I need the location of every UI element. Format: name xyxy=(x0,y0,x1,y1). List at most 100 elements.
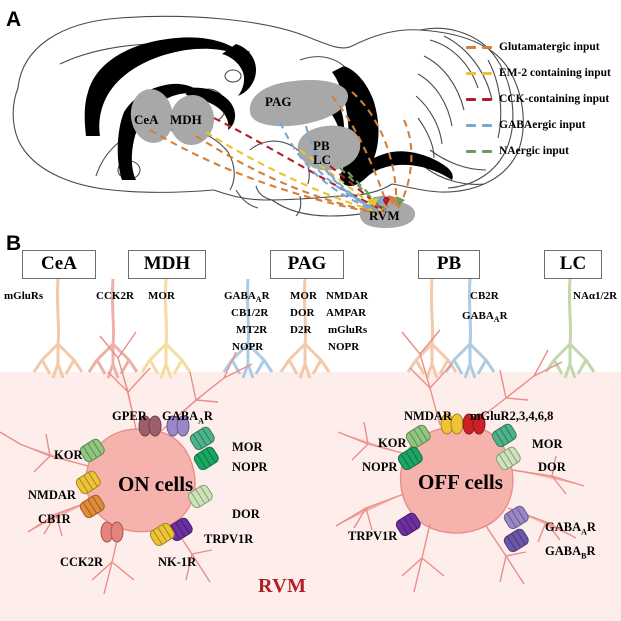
on-cell-receptor-label: CB1R xyxy=(38,512,71,526)
source-box-mdh: MDH xyxy=(128,250,206,279)
afferent-axon xyxy=(140,278,192,379)
on-cell-receptor-label: NMDAR xyxy=(28,488,76,502)
on-cell-receptor-label: CCK2R xyxy=(60,555,104,569)
legend-dash-icon xyxy=(466,120,492,130)
legend-item: EM-2 containing input xyxy=(466,60,621,86)
on-cell-receptor-label: MOR xyxy=(232,440,263,454)
source-receptor-label: MT2R xyxy=(236,324,268,336)
on-cell-receptor-label: KOR xyxy=(54,448,83,462)
afferent-axon xyxy=(279,278,331,379)
on-cell-receptor-icon xyxy=(100,521,124,543)
on-cell-receptor-icon xyxy=(138,415,162,437)
off-cell-receptor-icon xyxy=(440,413,464,435)
nucleus-label-pag: PAG xyxy=(265,94,292,109)
on-cell-receptor-label: NOPR xyxy=(232,460,268,474)
source-receptor-label: CB1/2R xyxy=(231,307,269,319)
panel-b-letter: B xyxy=(6,232,22,255)
rvm-region-caption: RVM xyxy=(258,575,307,597)
afferent-axon xyxy=(32,278,84,379)
legend-dash-icon xyxy=(466,94,492,104)
on-cell-receptor-label: GABAAR xyxy=(162,409,213,426)
afferent-axon xyxy=(87,278,139,379)
off-cell-receptor-label: DOR xyxy=(538,460,566,474)
off-cell-receptor-label: NMDAR xyxy=(404,409,452,423)
on-cell-receptor-label: NK-1R xyxy=(158,555,197,569)
source-receptor-label: GABAAR xyxy=(462,310,508,325)
source-box-pb: PB xyxy=(418,250,480,279)
source-receptor-label: NOPR xyxy=(328,341,360,353)
on-cell-receptor-icon xyxy=(187,484,213,509)
on-cell-receptor-icon xyxy=(75,470,101,495)
on-cell-title: ON cells xyxy=(118,472,194,496)
off-cell-receptor-label: TRPV1R xyxy=(348,529,398,543)
source-receptor-label: CB2R xyxy=(470,290,499,302)
nucleus-label-rvm: RVM xyxy=(369,208,400,223)
legend-label: EM-2 containing input xyxy=(499,67,611,79)
legend-label: NAergic input xyxy=(499,145,569,157)
off-cell-receptor-icon xyxy=(395,512,421,537)
legend-item: CCK-containing input xyxy=(466,86,621,112)
off-cell-receptor-label: MOR xyxy=(532,437,563,451)
source-box-cea: CeA xyxy=(22,250,96,279)
off-cell-receptor-label: GABAAR xyxy=(545,520,596,537)
off-cell-title: OFF cells xyxy=(418,470,503,494)
source-receptor-label: D2R xyxy=(290,324,312,336)
source-box-lc: LC xyxy=(544,250,602,279)
source-receptor-label: CCK2R xyxy=(96,290,134,302)
source-receptor-label: NMDAR xyxy=(326,290,369,302)
on-cell-receptor-icon xyxy=(79,438,105,463)
nucleus-label-mdh: MDH xyxy=(170,112,202,127)
neurons-svg xyxy=(0,329,585,595)
source-receptor-label: MOR xyxy=(148,290,175,302)
legend-label: GABAergic input xyxy=(499,119,586,131)
off-cell-receptor-icon xyxy=(405,424,431,449)
source-receptor-label: DOR xyxy=(290,307,315,319)
off-cell-receptor-icon xyxy=(503,528,529,553)
source-receptor-label: NAα1/2R xyxy=(573,290,618,302)
off-cell-receptor-label: KOR xyxy=(378,436,407,450)
off-cell-receptor-icon xyxy=(462,413,486,435)
off-cell-receptor-icon xyxy=(503,505,529,530)
nucleus-label-lc: LC xyxy=(313,152,332,167)
on-cell-receptor-icon xyxy=(79,494,105,519)
source-receptor-label: NOPR xyxy=(232,341,264,353)
source-receptor-label: mGluRs xyxy=(328,324,368,336)
afferent-axon xyxy=(406,278,458,379)
nucleus-label-pb: PB xyxy=(313,138,330,153)
legend-dash-icon xyxy=(466,146,492,156)
receptor-icons-svg xyxy=(75,413,529,553)
on-cell-receptor-label: DOR xyxy=(232,507,260,521)
on-cell-receptor-icon xyxy=(166,415,190,437)
legend-item: Glutamatergic input xyxy=(466,34,621,60)
legend-label: CCK-containing input xyxy=(499,93,610,105)
legend-item: NAergic input xyxy=(466,138,621,164)
on-cell-receptor-icon xyxy=(193,446,219,471)
on-cell-receptor-label: GPER xyxy=(112,409,147,423)
afferent-axon xyxy=(544,278,596,379)
off-cell-receptor-label: mGluR2,3,4,6,8 xyxy=(470,409,554,423)
nucleus-label-cea: CeA xyxy=(134,112,159,127)
source-receptor-label: MOR xyxy=(290,290,317,302)
off-cell-receptor-label: NOPR xyxy=(362,460,398,474)
off-cell-receptor-icon xyxy=(491,423,517,448)
source-receptor-label: AMPAR xyxy=(326,307,367,319)
legend-label: Glutamatergic input xyxy=(499,41,600,53)
brain-diagram-svg xyxy=(12,15,524,228)
legend-item: GABAergic input xyxy=(466,112,621,138)
panel-b: B RVM CeA MDH PAG xyxy=(0,232,621,621)
legend-dash-icon xyxy=(466,68,492,78)
on-cell-receptor-label: TRPV1R xyxy=(204,532,254,546)
on-cell-receptor-icon xyxy=(149,522,175,547)
off-cell-receptor-icon xyxy=(495,446,521,471)
off-cell-receptor-label: GABABR xyxy=(545,544,596,561)
legend-dash-icon xyxy=(466,42,492,52)
source-receptor-label: GABAAR xyxy=(224,290,270,305)
panel-a-letter: A xyxy=(6,8,22,31)
on-cell-receptor-icon xyxy=(189,426,215,451)
off-cell-receptor-icon xyxy=(397,446,423,471)
afferent-axons-svg xyxy=(32,278,596,379)
source-box-pag: PAG xyxy=(270,250,344,279)
panel-a: A xyxy=(0,0,621,232)
afferent-axon xyxy=(222,278,274,379)
